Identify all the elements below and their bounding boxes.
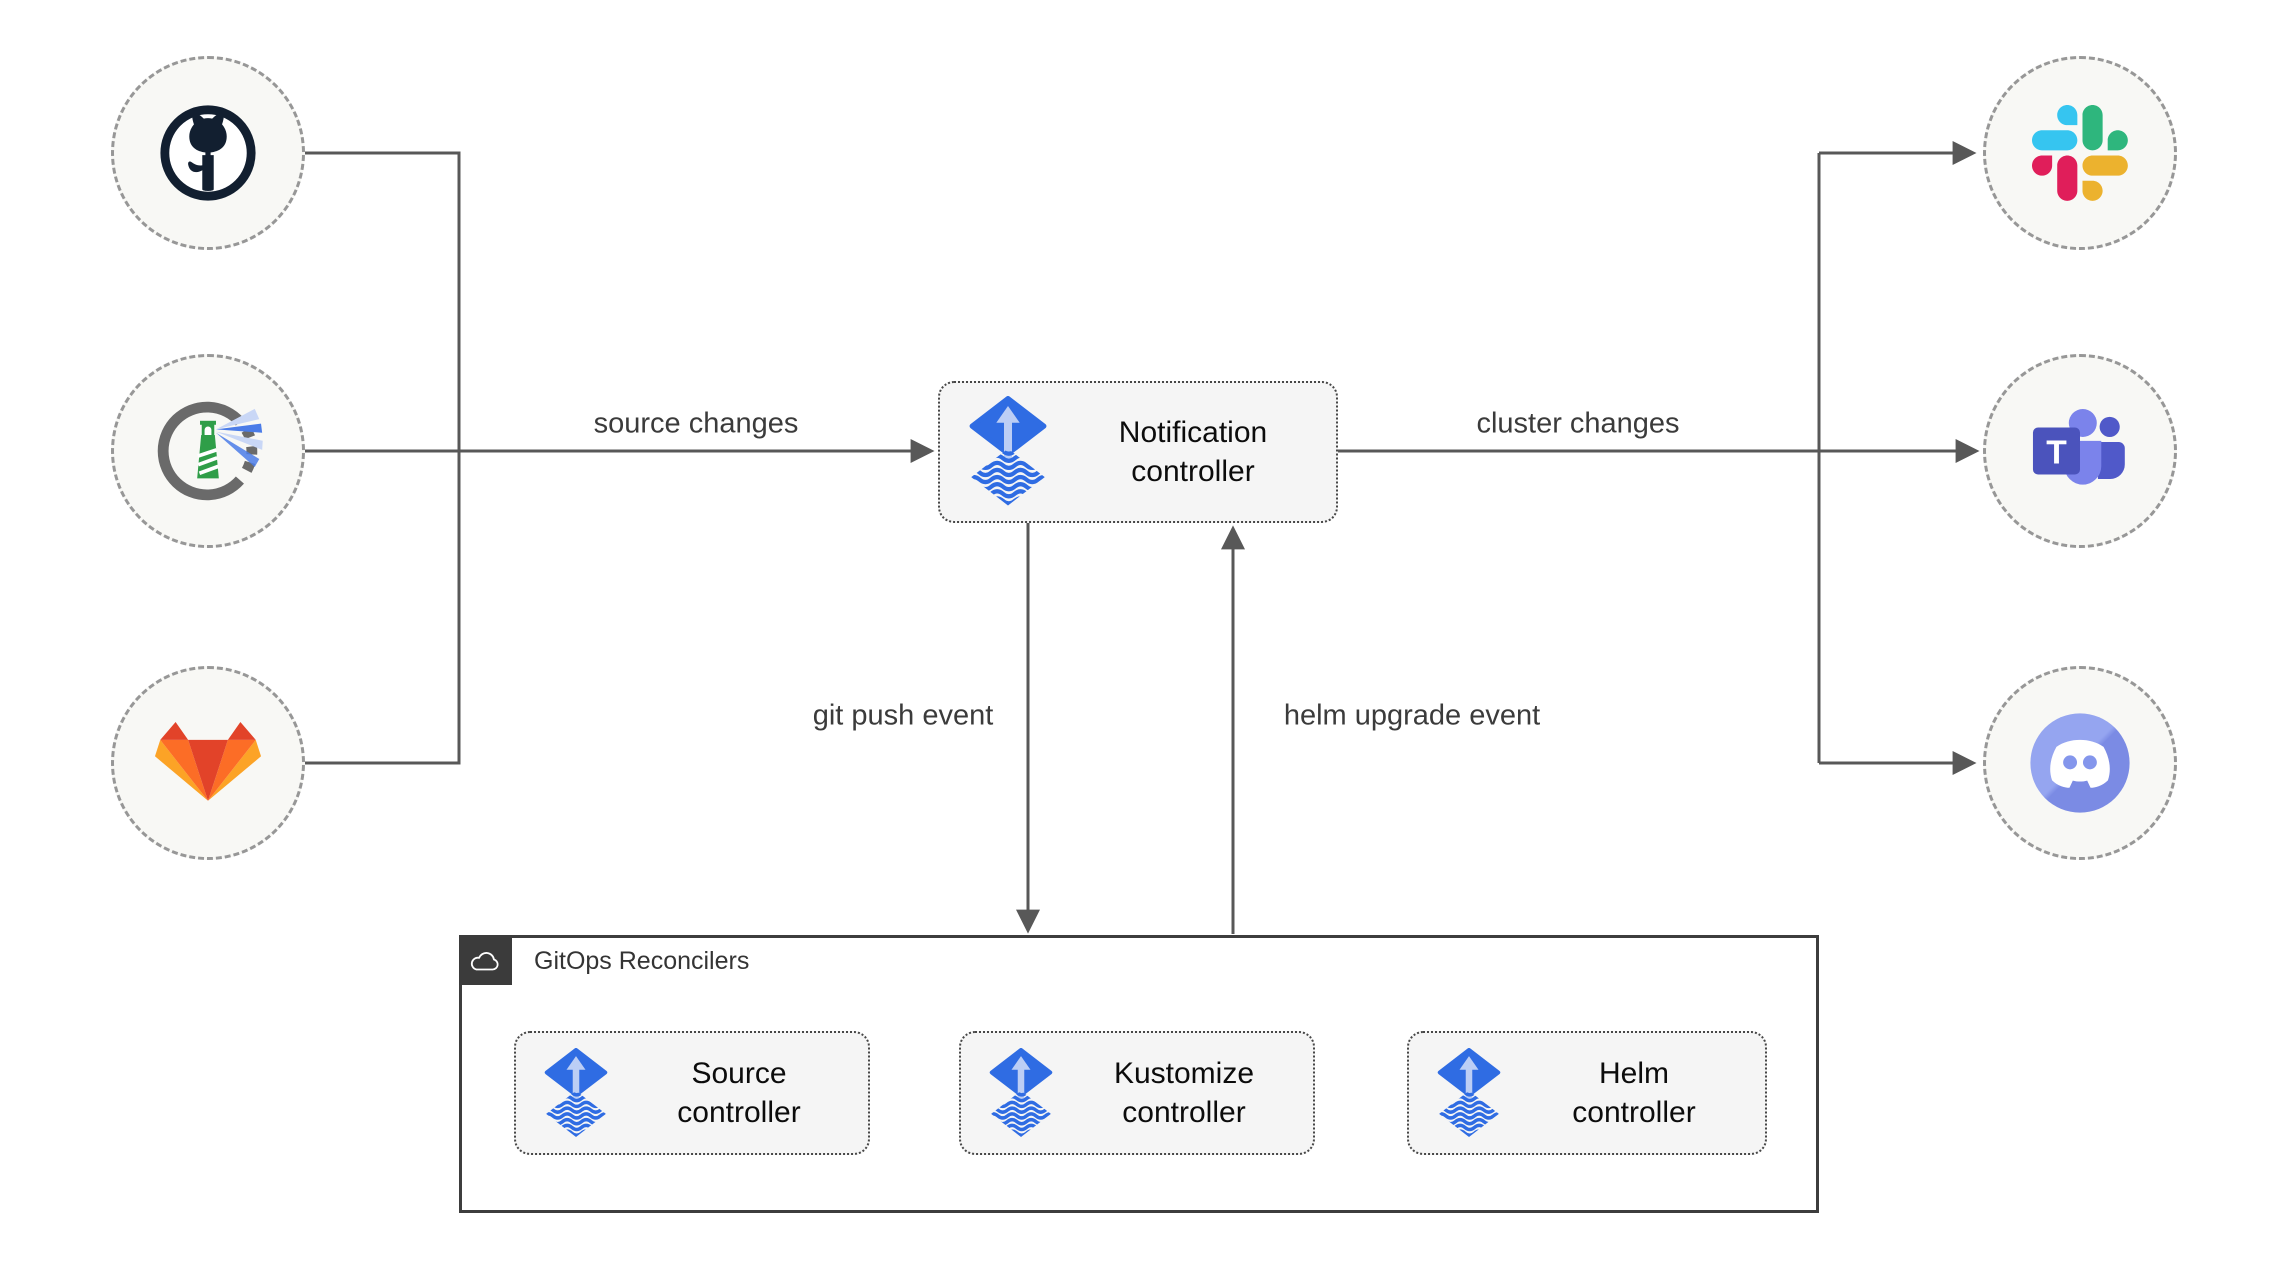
microsoft-teams-icon: T xyxy=(2032,409,2125,485)
node-github xyxy=(111,56,305,250)
container-badge xyxy=(459,935,512,985)
github-icon xyxy=(160,105,256,201)
node-gitlab xyxy=(111,666,305,860)
edge-label-source-changes: source changes xyxy=(593,407,799,440)
source-controller-label: Source controller xyxy=(677,1057,801,1129)
container-title: GitOps Reconcilers xyxy=(534,947,750,975)
harbor-icon xyxy=(157,401,263,501)
node-notification-controller: Notification controller xyxy=(938,381,1338,523)
node-kustomize-controller: Kustomize controller xyxy=(959,1031,1315,1155)
gitlab-icon xyxy=(154,721,262,801)
slack-icon xyxy=(2032,105,2128,201)
teams-letter: T xyxy=(2046,434,2067,471)
node-source-controller: Source controller xyxy=(514,1031,870,1155)
edge-label-helm-upgrade-event: helm upgrade event xyxy=(1283,699,1541,732)
cloud-icon xyxy=(470,951,499,970)
notification-controller-label: Notification controller xyxy=(1118,416,1268,488)
flux-icon xyxy=(966,396,1050,508)
node-helm-controller: Helm controller xyxy=(1407,1031,1767,1155)
discord-icon xyxy=(2030,713,2130,813)
helm-controller-label: Helm controller xyxy=(1572,1057,1696,1129)
gitops-reconcilers-container: GitOps Reconcilers Source controller Kus… xyxy=(459,935,1819,1213)
node-microsoft-teams: T xyxy=(1983,354,2177,548)
node-discord xyxy=(1983,666,2177,860)
kustomize-controller-label: Kustomize controller xyxy=(1113,1057,1255,1129)
edge-label-git-push-event: git push event xyxy=(812,699,994,732)
flux-icon xyxy=(542,1048,610,1139)
edge-label-cluster-changes: cluster changes xyxy=(1476,407,1680,440)
node-harbor xyxy=(111,354,305,548)
flux-icon xyxy=(987,1048,1055,1139)
edge-sources-trunk xyxy=(305,151,461,765)
flux-icon xyxy=(1435,1048,1503,1139)
node-slack xyxy=(1983,56,2177,250)
